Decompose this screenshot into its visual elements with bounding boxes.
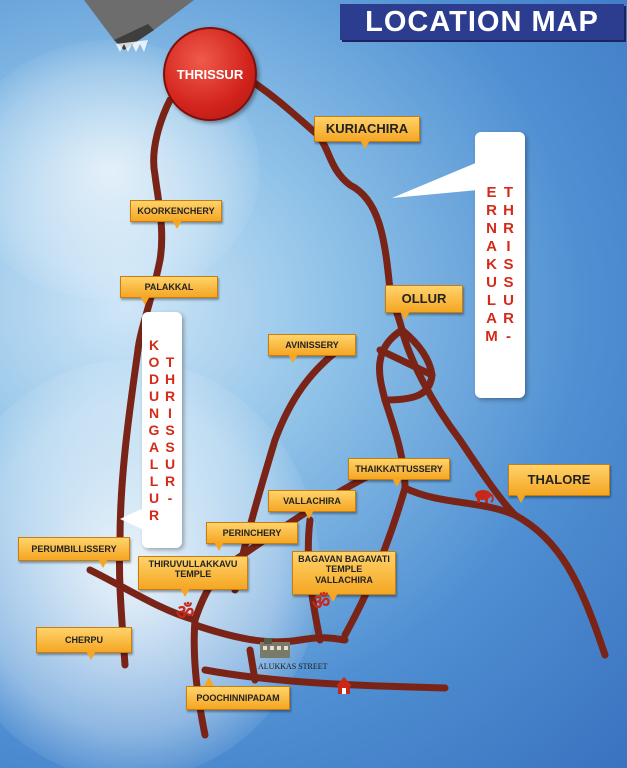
label-pointer [360, 140, 370, 149]
label-koorkenchery: KOORKENCHERY [130, 200, 222, 222]
label-vallachira: VALLACHIRA [268, 490, 356, 512]
road-alukkas [191, 621, 349, 646]
label-line: BAGAVAN BAGAVATI [298, 554, 390, 564]
label-line: THIRUVULLAKKAVU [148, 559, 238, 569]
route-label-ernakulam: THRISSUR-ERNAKULAM [483, 184, 517, 346]
route-callout-ernakulam: THRISSUR-ERNAKULAM [475, 132, 525, 398]
callout-pointer [120, 507, 146, 531]
label-avinissery: AVINISSERY [268, 334, 356, 356]
label-cherpu: CHERPU [36, 627, 132, 653]
label-line: TEMPLE [325, 564, 363, 575]
label-line: TEMPLE [174, 569, 212, 580]
label-poochinnipadam: POOCHINNIPADAM [186, 686, 290, 710]
road-perumbillissery [86, 566, 199, 624]
label-pointer [86, 651, 96, 660]
label-pointer [516, 494, 526, 503]
elephant-icon [475, 490, 494, 503]
label-perinchery: PERINCHERY [206, 522, 298, 544]
corner-decoration [84, 0, 194, 52]
street-label-alukkas: ALUKKAS STREET [258, 662, 328, 671]
city-label: THRISSUR [176, 66, 244, 82]
label-ollur: OLLUR [385, 285, 463, 313]
label-pointer [392, 478, 402, 487]
road-ollur-thalore [398, 326, 609, 659]
temple-icon [336, 677, 352, 694]
city-marker-thrissur: THRISSUR [163, 27, 257, 121]
label-thalore: THALORE [508, 464, 610, 496]
label-pointer [288, 354, 298, 363]
callout-pointer [392, 162, 478, 198]
label-thiruvullakkavu-temple: THIRUVULLAKKAVU TEMPLE [138, 556, 248, 590]
label-line: VALLACHIRA [315, 574, 373, 585]
om-symbol-icon: ॐ [176, 602, 195, 624]
label-pointer [400, 311, 410, 320]
road-ollur-cross [376, 346, 436, 379]
label-palakkal: PALAKKAL [120, 276, 218, 298]
label-pointer [172, 220, 182, 229]
label-pointer [304, 510, 314, 519]
route-callout-kodungallur: THRISSUR-KODUNGALLUR [142, 312, 182, 548]
om-symbol-icon: ॐ [312, 592, 331, 614]
road-thaikkattussery-east [401, 484, 519, 519]
building-icon [260, 638, 290, 658]
label-pointer [204, 677, 214, 686]
label-pointer [98, 559, 108, 568]
label-kuriachira: KURIACHIRA [314, 116, 420, 142]
label-pointer [180, 588, 190, 597]
label-pointer [328, 593, 338, 602]
label-bagavan-temple: BAGAVAN BAGAVATI TEMPLE VALLACHIRA [292, 551, 396, 595]
label-thaikkattussery: THAIKKATTUSSERY [348, 458, 450, 480]
label-pointer [140, 296, 150, 305]
map-title: LOCATION MAP [340, 4, 624, 40]
road-south-link [246, 646, 259, 684]
label-perumbillissery: PERUMBILLISSERY [18, 537, 130, 561]
label-pointer [214, 542, 224, 551]
road-avinissery [231, 341, 349, 594]
route-label-kodungallur: THRISSUR-KODUNGALLUR [146, 336, 178, 524]
road-poochinnipadam [201, 666, 449, 692]
